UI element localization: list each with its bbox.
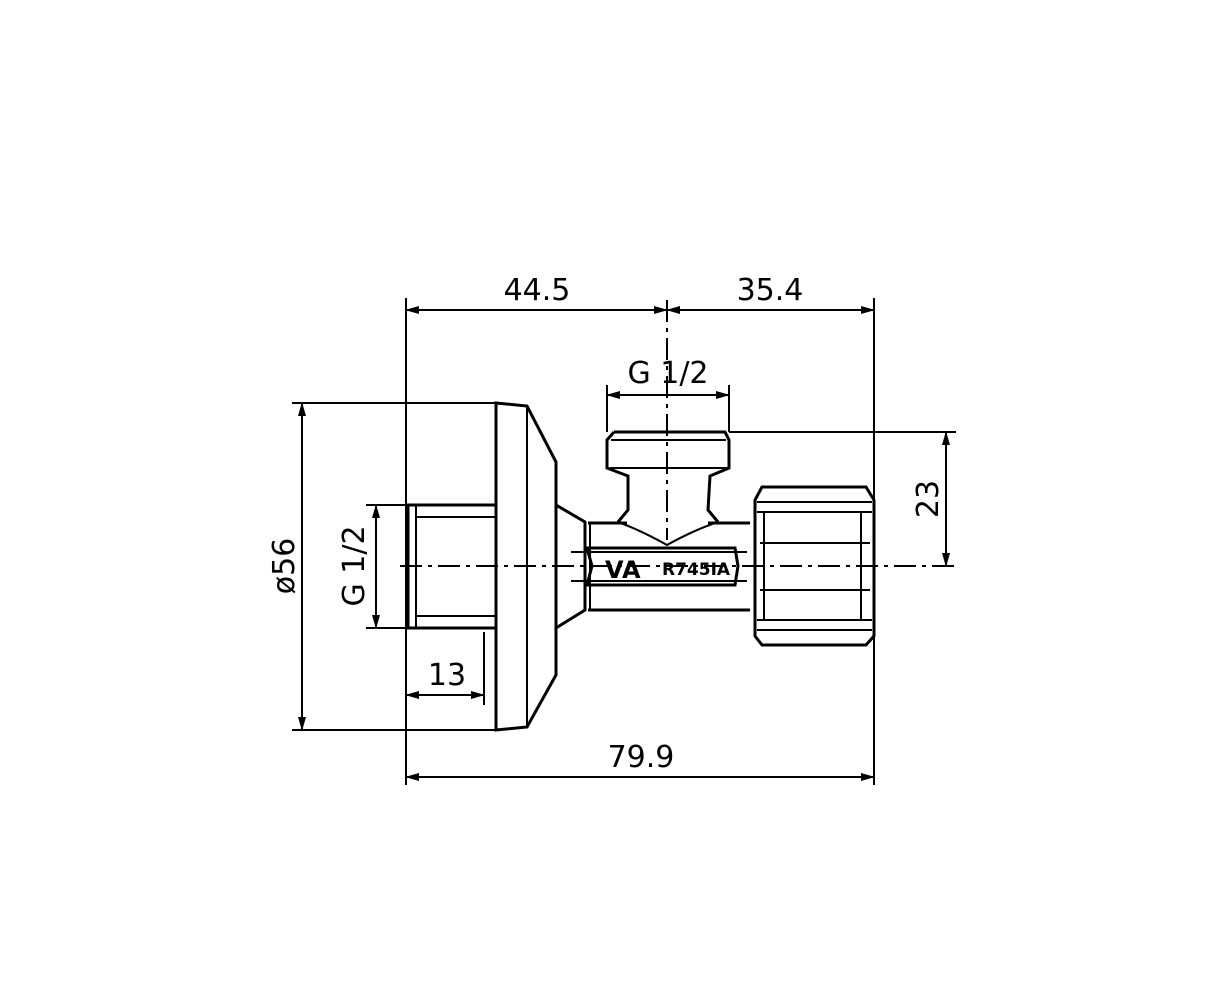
center-lines — [400, 300, 956, 567]
dimension-labels: 44.5 35.4 G 1/2 23 ø56 G 1/2 13 79.9 — [267, 273, 946, 775]
valve-body: VA R745IA — [406, 401, 876, 732]
dim-rosette-diameter: ø56 — [267, 538, 302, 595]
extension-lines — [292, 298, 956, 785]
dim-top-thread: G 1/2 — [627, 356, 708, 391]
dimension-lines — [298, 306, 950, 781]
dim-inlet-thread: G 1/2 — [337, 525, 372, 606]
dim-right-length: 35.4 — [737, 273, 804, 308]
body-brand-marking: VA — [605, 556, 641, 584]
dim-thread-length: 13 — [428, 658, 466, 693]
dim-overall-length: 79.9 — [608, 740, 675, 775]
dim-left-length: 44.5 — [504, 273, 571, 308]
dim-outlet-height: 23 — [911, 480, 946, 518]
body-code-marking: R745IA — [662, 560, 731, 580]
